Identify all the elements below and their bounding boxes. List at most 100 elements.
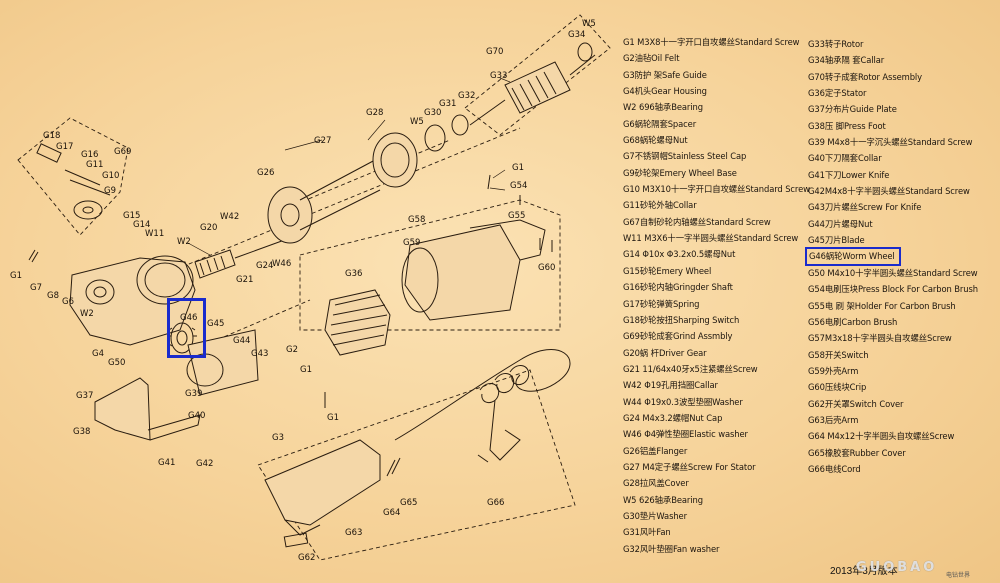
cord-shape: [394, 349, 571, 463]
parts-list-item-text: G64 M4x12十字半圆头自攻螺丝Screw: [808, 431, 955, 442]
label-g36: G36: [345, 269, 362, 279]
parts-list-item: G39 M4x8十一字沉头螺丝Standard Screw: [808, 134, 1000, 150]
parts-list-item-text: G41下刀Lower Knife: [808, 169, 890, 180]
parts-list-item: G32风叶垫圈Fan washer: [623, 541, 823, 557]
leader-lines: [187, 77, 511, 256]
parts-list-item: G9砂轮架Emery Wheel Base: [623, 165, 823, 181]
parts-list-item-text: G15砂轮Emery Wheel: [623, 265, 712, 276]
label-g50: G50: [108, 358, 125, 368]
parts-list-item: G43刀片螺丝Screw For Knife: [808, 199, 1000, 215]
parts-list-item-text: G70转子成套Rotor Assembly: [808, 71, 922, 82]
parts-list-item-text: G33转子Rotor: [808, 39, 864, 49]
parts-list-item-text: G69砂轮成套Grind Assmbly: [623, 331, 733, 342]
parts-list-item-text: G62开关罩Switch Cover: [808, 398, 904, 409]
parts-list-item-text: G60压线块Crip: [808, 382, 867, 393]
label-g6: G6: [62, 297, 74, 307]
label-g9: G9: [104, 186, 116, 196]
parts-list-item-text: G20蜗 杆Driver Gear: [623, 347, 707, 358]
label-g18: G18: [43, 131, 60, 141]
parts-list-item: G46蜗轮Worm Wheel: [805, 247, 1000, 267]
parts-list-item-text: G59外壳Arm: [808, 365, 859, 376]
label-g58: G58: [408, 215, 425, 225]
parts-list-item: G45刀片Blade: [808, 232, 1000, 248]
label-g55: G55: [508, 211, 525, 221]
label-g46: G46: [180, 313, 197, 323]
label-g2: G2: [286, 345, 298, 355]
parts-list-item-text: G7不锈钢帽Stainless Steel Cap: [623, 151, 747, 162]
worm-wheel-shape: [167, 322, 197, 354]
parts-list-item: G34轴承隔 套Callar: [808, 52, 1000, 68]
label-g14: G14: [133, 220, 150, 230]
parts-list-item-text: G38压 脚Press Foot: [808, 120, 886, 131]
parts-list-item-text: G32风叶垫圈Fan washer: [623, 543, 720, 554]
parts-list-item: W5 626轴承Bearing: [623, 492, 823, 508]
parts-list-item: G4机头Gear Housing: [623, 83, 823, 99]
driver-gear-shape: [194, 237, 291, 279]
parts-list-item: W46 Φ4弹性垫圈Elastic washer: [623, 426, 823, 442]
parts-list-item-text: G3防护 架Safe Guide: [623, 69, 707, 80]
label-g24: G24: [256, 261, 273, 271]
label-w2: W2: [80, 309, 94, 319]
parts-list-item-text: G17砂轮弹簧Spring: [623, 298, 700, 309]
parts-list-item-text: G56电刷Carbon Brush: [808, 316, 898, 327]
label-g7: G7: [30, 283, 42, 293]
parts-list-item: G69砂轮成套Grind Assmbly: [623, 328, 823, 344]
parts-list-item-text: G44刀片螺母Nut: [808, 218, 873, 229]
label-w2-b: W2: [177, 237, 191, 247]
parts-list-item-text: G21 11/64x40牙x5注紧螺丝Screw: [623, 363, 758, 374]
label-g17: G17: [56, 142, 73, 152]
label-g37: G37: [76, 391, 93, 401]
parts-list-item-text: W42 Φ19孔用挡圈Callar: [623, 380, 718, 391]
parts-list-item: G14 Φ10x Φ3.2x0.5螺母Nut: [623, 246, 823, 262]
parts-list-item-text: G66电线Cord: [808, 463, 861, 474]
label-g65: G65: [400, 498, 417, 508]
label-g28: G28: [366, 108, 383, 118]
label-g41: G41: [158, 458, 175, 468]
parts-list-item: G50 M4x10十字半圆头螺丝Standard Screw: [808, 265, 1000, 281]
parts-list-item: G10 M3X10十一字开口自攻螺丝Standard Screw: [623, 181, 823, 197]
parts-list-item: G63后壳Arm: [808, 412, 1000, 428]
parts-list-item: G6蜗轮隔套Spacer: [623, 116, 823, 132]
parts-list-item-text: G63后壳Arm: [808, 414, 859, 425]
label-g20: G20: [200, 223, 217, 233]
label-g64: G64: [383, 508, 400, 518]
parts-list-item-text: G54电刷压块Press Block For Carbon Brush: [808, 284, 978, 295]
parts-list-item: W44 Φ19x0.3波型垫圈Washer: [623, 394, 823, 410]
g46-callout-box: [167, 298, 206, 358]
rotor-assembly-box: [464, 14, 611, 136]
gear-housing-shape: [69, 255, 196, 346]
parts-list-item-text: G65橡胶套Rubber Cover: [808, 447, 906, 458]
parts-list-item-text: W5 626轴承Bearing: [623, 494, 703, 505]
label-g30: G30: [424, 108, 441, 118]
rotor-shape: [469, 42, 596, 126]
label-w5-b: W5: [582, 19, 596, 29]
label-g31: G31: [439, 99, 456, 109]
label-g16: G16: [81, 150, 98, 160]
parts-list-item-text: G9砂轮架Emery Wheel Base: [623, 167, 737, 178]
parts-list-item-text: G2油毡Oil Felt: [623, 53, 680, 64]
parts-list-item: G7不锈钢帽Stainless Steel Cap: [623, 148, 823, 164]
parts-list-item-text: G39 M4x8十一字沉头螺丝Standard Screw: [808, 137, 973, 148]
parts-list-item: W11 M3X6十一字半圆头螺丝Standard Screw: [623, 230, 823, 246]
motor-housing-shape: [401, 219, 546, 321]
parts-list-item-text: G28拉风盖Cover: [623, 478, 689, 489]
label-g10: G10: [102, 171, 119, 181]
label-g1-b: G1: [300, 365, 312, 375]
parts-list-item: G36定子Stator: [808, 85, 1000, 101]
parts-list-item-text: G55电 刷 架Holder For Carbon Brush: [808, 300, 956, 311]
label-w11: W11: [145, 229, 164, 239]
label-w46: W46: [272, 259, 291, 269]
parts-list-item-text: G27 M4定子螺丝Screw For Stator: [623, 461, 756, 472]
stator-shape: [324, 289, 391, 356]
label-g39: G39: [185, 389, 202, 399]
parts-list-item-text: G67自制砂轮内轴螺丝Standard Screw: [623, 216, 771, 227]
parts-list-item-text: G4机头Gear Housing: [623, 86, 707, 97]
parts-list-item: G59外壳Arm: [808, 363, 1000, 379]
label-g38: G38: [73, 427, 90, 437]
parts-list-item: G64 M4x12十字半圆头自攻螺丝Screw: [808, 428, 1000, 444]
parts-list-item-text: G30垫片Washer: [623, 510, 687, 521]
parts-list-item-text: G16砂轮内轴Gringder Shaft: [623, 282, 733, 293]
parts-list-item-text: G14 Φ10x Φ3.2x0.5螺母Nut: [623, 249, 736, 260]
label-g33: G33: [490, 71, 507, 81]
parts-list-item-text: G10 M3X10十一字开口自攻螺丝Standard Screw: [623, 184, 810, 195]
